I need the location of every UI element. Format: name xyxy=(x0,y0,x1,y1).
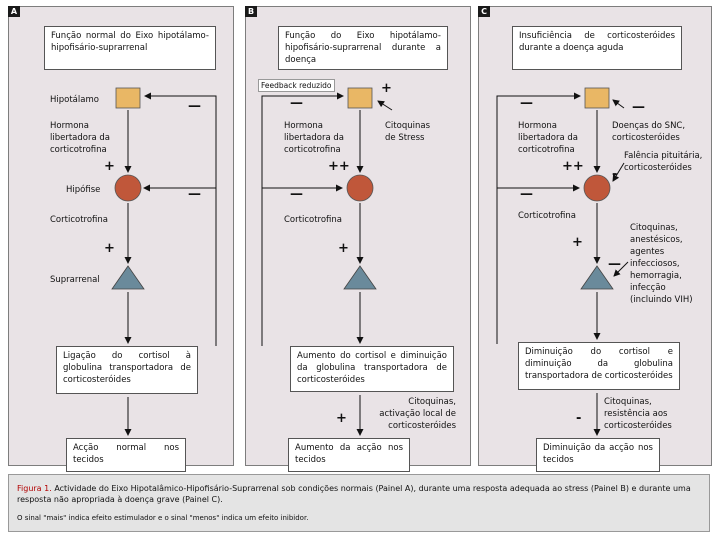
panel-c-title: Insuficiência de corticosteróides durant… xyxy=(512,26,682,70)
panel-c-pituitary-failure: Falência pituitária, corticosteróides xyxy=(624,151,703,173)
panel-b-crh-label: Hormona libertadora da corticotrofina xyxy=(284,121,344,155)
caption-text: Actividade do Eixo Hipotalâmico-Hipofisá… xyxy=(17,484,691,504)
panel-b-sign-cyto: + xyxy=(381,81,392,96)
panel-c-outcome-box: Diminuição da acção nos tecidos xyxy=(536,438,660,472)
panel-c-acth-label: Corticotrofina xyxy=(518,211,576,221)
panel-c-sign-crh-pit: ++ xyxy=(562,159,584,174)
panel-b-local-activation: Citoquinas, activação local de corticost… xyxy=(379,397,456,431)
panel-b-sign-crh-pit: ++ xyxy=(328,159,350,174)
caption-body: Figura 1. Actividade do Eixo Hipotalâmic… xyxy=(17,483,703,505)
panel-c-sign-fb-pit: — xyxy=(520,187,533,202)
panel-a-cortisol-box: Ligação do cortisol à globulina transpor… xyxy=(56,346,198,394)
panel-a-hypothalamus-label: Hipotálamo xyxy=(50,95,99,105)
panel-a-sign-hyp: + xyxy=(104,159,115,174)
panel-a: A xyxy=(8,6,234,466)
panel-c-sign-fb-hyp: — xyxy=(520,96,533,111)
panel-b-outcome-box: Aumento da acção nos tecidos xyxy=(288,438,410,472)
panel-a-pituitary-label: Hipófise xyxy=(66,185,101,195)
panel-c-tag: C xyxy=(478,6,490,17)
panel-c-sign-cns: — xyxy=(632,100,645,115)
panel-b-title: Função do Eixo hipotálamo-hipofisário-su… xyxy=(278,26,448,70)
panel-b-feedback-label: Feedback reduzido xyxy=(258,79,335,92)
panel-a-tag: A xyxy=(8,6,20,17)
panel-b-cortisol-box: Aumento do cortisol e diminuição da glob… xyxy=(290,346,454,392)
panel-b-sign-local: + xyxy=(336,411,347,426)
panel-c-cns-disease: Doenças do SNC, corticosteróides xyxy=(612,121,686,143)
panel-c-adrenal-factors: Citoquinas, anestésicos, agentes infecci… xyxy=(630,223,693,305)
panel-a-acth-label: Corticotrofina xyxy=(50,215,108,225)
panel-a-adrenal-label: Suprarrenal xyxy=(50,275,100,285)
panel-a-outcome-box: Acção normal nos tecidos xyxy=(66,438,186,472)
caption-note: O sinal "mais" indica efeito estimulador… xyxy=(17,514,309,522)
panel-b-acth-label: Corticotrofina xyxy=(284,215,342,225)
panel-b-cytokines-stress: Citoquinas de Stress xyxy=(385,121,430,143)
panel-b-sign-fb-pit: — xyxy=(290,187,303,202)
panel-b-sign-acth: + xyxy=(338,241,349,256)
panel-a-crh-label: Hormona libertadora da corticotrofina xyxy=(50,121,110,155)
panel-a-sign-pit: + xyxy=(104,241,115,256)
caption-title: Figura 1. xyxy=(17,484,52,493)
panel-c-sign-acth: + xyxy=(572,235,583,250)
figure-caption: Figura 1. Actividade do Eixo Hipotalâmic… xyxy=(8,474,710,532)
panel-a-sign-fb-pit: — xyxy=(188,187,201,202)
panel-c-sign-adrenal: — xyxy=(608,257,621,272)
panel-c-cortisol-box: Diminuição do cortisol e diminuição da g… xyxy=(518,342,680,390)
panel-c-crh-label: Hormona libertadora da corticotrofina xyxy=(518,121,578,155)
panel-a-sign-fb-hyp: — xyxy=(188,99,201,114)
panel-b-sign-fb-hyp: — xyxy=(290,96,303,111)
panel-b-tag: B xyxy=(245,6,257,17)
panel-c-resistance: Citoquinas, resistência aos corticosteró… xyxy=(604,397,672,431)
panel-c-sign-resist: - xyxy=(576,411,582,426)
panel-a-title: Função normal do Eixo hipotálamo-hipofis… xyxy=(44,26,216,70)
panel-c-sign-pit-fail: - xyxy=(612,167,618,182)
